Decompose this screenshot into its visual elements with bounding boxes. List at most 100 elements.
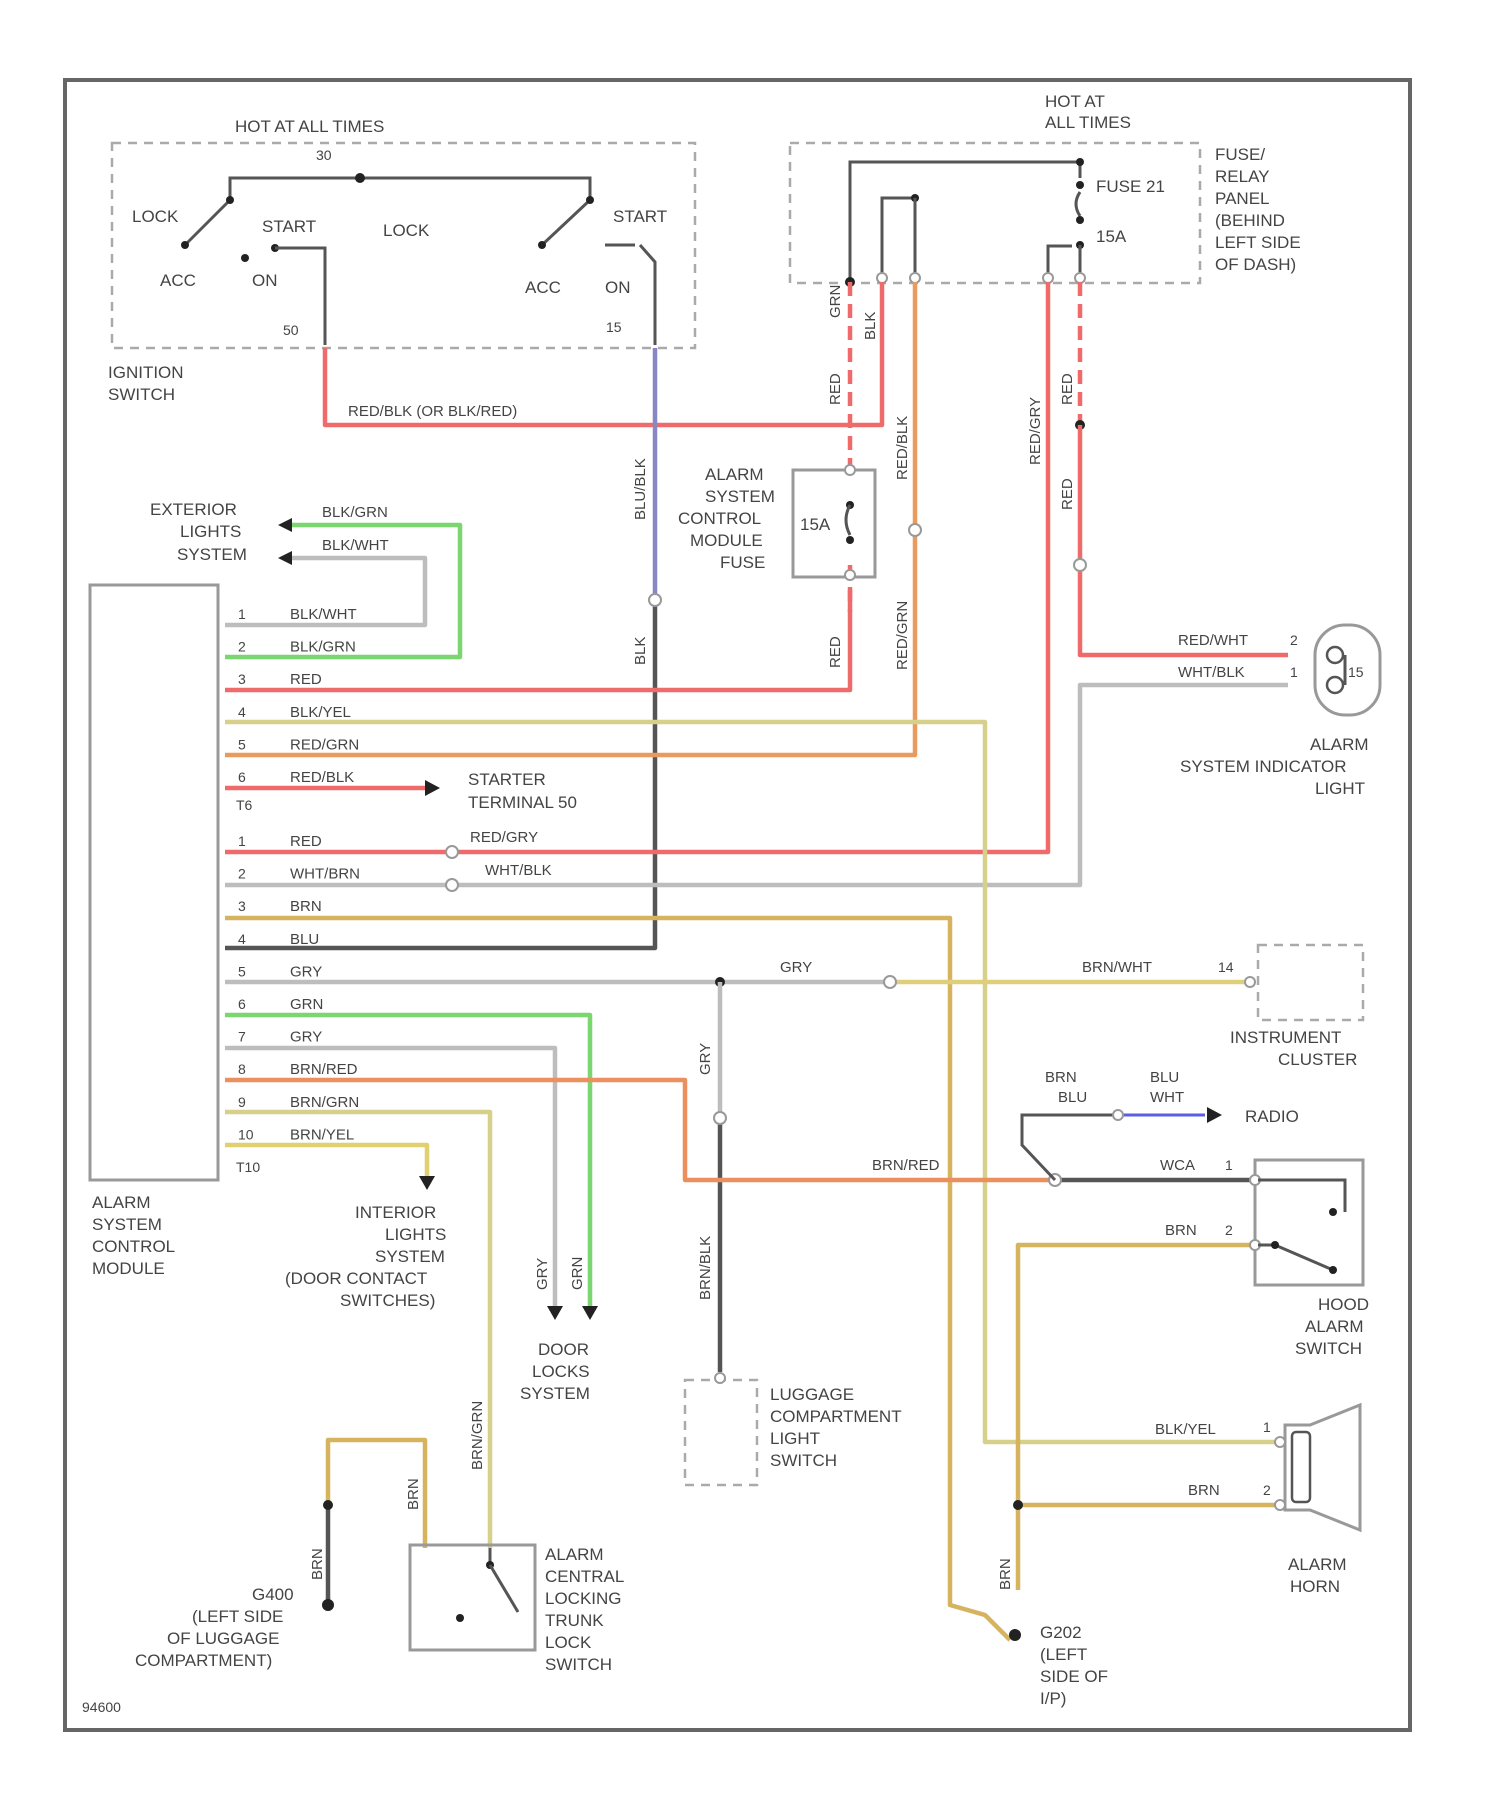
interior-label-5: SWITCHES)	[340, 1291, 435, 1310]
fuse-panel-label-1: FUSE/	[1215, 145, 1265, 164]
g202-label-1: G202	[1040, 1623, 1082, 1642]
alarm-fuse-amp: 15A	[800, 515, 831, 534]
wire-label-brn-horn: BRN	[1188, 1482, 1220, 1499]
t10-pin-4: 4	[238, 931, 246, 947]
wire-red-gry	[225, 282, 1048, 852]
t6-pin-wire-2: BLK/GRN	[290, 639, 356, 656]
hot-at-all-times-label-left: HOT AT ALL TIMES	[235, 117, 384, 136]
wire-label-gry-h: GRY	[780, 959, 812, 976]
fuse-21-label: FUSE 21	[1096, 177, 1165, 196]
t10-pin-wire-10: BRN/YEL	[290, 1126, 354, 1143]
t10-pin-wire-4: BLU	[290, 931, 319, 948]
t10-pin-wire-3: BRN	[290, 898, 322, 915]
wire-label-blk-top: BLK	[862, 312, 879, 340]
wire-label-grn-top: GRN	[827, 285, 844, 318]
hood-pin-1: 1	[1225, 1157, 1233, 1173]
wire-label-brn-red-h: BRN/RED	[872, 1157, 940, 1174]
fuse-relay-panel: HOT AT ALL TIMES FUSE/ RELAY PANEL (BEHI…	[790, 92, 1301, 287]
trunk-label-3: LOCKING	[545, 1589, 622, 1608]
t10-pin-1: 1	[238, 833, 246, 849]
t10-pin-wire-9: BRN/GRN	[290, 1094, 359, 1111]
fuse-15a-label: 15A	[1096, 227, 1127, 246]
g400-label-1: G400	[252, 1585, 294, 1604]
ground-g400: G400 (LEFT SIDE OF LUGGAGE COMPARTMENT)	[135, 1585, 294, 1670]
exterior-label-3: SYSTEM	[177, 545, 247, 564]
t6-pin-wire-6: RED/BLK	[290, 769, 354, 786]
wire-label-brn-wht: BRN/WHT	[1082, 959, 1152, 976]
wire-label-brn-g4b: BRN	[309, 1548, 326, 1580]
alarm-fuse-label-3: CONTROL	[678, 509, 761, 528]
g400-label-3: OF LUGGAGE	[167, 1629, 279, 1648]
ign-start-1: START	[262, 217, 316, 236]
t6-pin-2: 2	[238, 639, 246, 655]
wire-label-blu-wht-2: WHT	[1150, 1089, 1184, 1106]
t10-pin-wire-8: BRN/RED	[290, 1061, 358, 1078]
hood-pin-2: 2	[1225, 1222, 1233, 1238]
wire-label-ign-red-blk: RED/BLK (OR BLK/RED)	[348, 403, 517, 420]
t10-pin-6: 6	[238, 996, 246, 1012]
wire-brn-hood	[1018, 1245, 1278, 1505]
all-times-label-right: ALL TIMES	[1045, 113, 1131, 132]
wire-label-blk-yel-horn: BLK/YEL	[1155, 1421, 1216, 1438]
ground-g202: G202 (LEFT SIDE OF I/P)	[1009, 1623, 1108, 1708]
alarm-horn: 1 2 ALARM HORN	[1263, 1405, 1360, 1596]
hood-label-2: ALARM	[1305, 1317, 1364, 1336]
hot-at-label-right: HOT AT	[1045, 92, 1105, 111]
module-label-1: ALARM	[92, 1193, 151, 1212]
t6-pin-1: 1	[238, 606, 246, 622]
diagram-id: 94600	[82, 1699, 121, 1715]
t10-pin-wire-6: GRN	[290, 996, 323, 1013]
trunk-label-6: SWITCH	[545, 1655, 612, 1674]
t6-pin-wire-3: RED	[290, 671, 322, 688]
alarm-system-fuse: 15A ALARM SYSTEM CONTROL MODULE FUSE	[678, 465, 875, 580]
wire-label-red-top-right: RED	[1059, 373, 1076, 405]
ign-pin-15: 15	[606, 319, 622, 335]
instrument-label-2: CLUSTER	[1278, 1050, 1357, 1069]
alarm-fuse-label-1: ALARM	[705, 465, 764, 484]
g400-label-2: (LEFT SIDE	[192, 1607, 283, 1626]
exterior-label-1: EXTERIOR	[150, 500, 237, 519]
t6-pin-6: 6	[238, 769, 246, 785]
starter-label-2: TERMINAL 50	[468, 793, 577, 812]
module-label-3: CONTROL	[92, 1237, 175, 1256]
indicator-label-2: SYSTEM INDICATOR	[1180, 757, 1347, 776]
starter-terminal-label: STARTER TERMINAL 50	[468, 770, 577, 812]
wire-label-blu-wht-1: BLU	[1150, 1069, 1179, 1086]
trunk-label-1: ALARM	[545, 1545, 604, 1564]
t10-pin-8: 8	[238, 1061, 246, 1077]
indicator-label-3: LIGHT	[1315, 779, 1365, 798]
t6-pin-wire-5: RED/GRN	[290, 736, 359, 753]
wire-label-red-wht: RED/WHT	[1178, 632, 1248, 649]
ign-on-1: ON	[252, 271, 278, 290]
t10-pin-9: 9	[238, 1094, 246, 1110]
door-label-2: LOCKS	[532, 1362, 590, 1381]
interior-lights-label: INTERIOR LIGHTS SYSTEM (DOOR CONTACT SWI…	[285, 1203, 446, 1310]
wire-label-red-gry-v: RED/GRY	[1027, 397, 1044, 465]
g202-label-2: (LEFT	[1040, 1645, 1087, 1664]
t6-pin-4: 4	[238, 704, 246, 720]
ign-switch-label-1: IGNITION	[108, 363, 184, 382]
t10-pin-5: 5	[238, 963, 246, 979]
wire-label-brn-blk-v: BRN/BLK	[697, 1236, 714, 1300]
wire-label-red-grn: RED/GRN	[894, 601, 911, 670]
trunk-label-4: TRUNK	[545, 1611, 604, 1630]
ignition-switch: HOT AT ALL TIMES 30 LOCK START LOCK STAR…	[108, 117, 695, 404]
door-locks-label: DOOR LOCKS SYSTEM	[520, 1340, 590, 1403]
wire-label-red-top-left: RED	[827, 373, 844, 405]
g400-label-4: COMPARTMENT)	[135, 1651, 272, 1670]
wire-brn-grn	[225, 1112, 490, 1548]
hood-label-3: SWITCH	[1295, 1339, 1362, 1358]
pin-14-label: 14	[1218, 959, 1234, 975]
wire-label-red-gry-h: RED/GRY	[470, 829, 538, 846]
door-label-3: SYSTEM	[520, 1384, 590, 1403]
g202-label-4: I/P)	[1040, 1689, 1066, 1708]
horn-pin-2: 2	[1263, 1482, 1271, 1498]
hood-label-1: HOOD	[1318, 1295, 1369, 1314]
luggage-label-2: COMPARTMENT	[770, 1407, 902, 1426]
t6-pin-5: 5	[238, 736, 246, 752]
luggage-label-3: LIGHT	[770, 1429, 820, 1448]
fuse-panel-label-2: RELAY	[1215, 167, 1270, 186]
